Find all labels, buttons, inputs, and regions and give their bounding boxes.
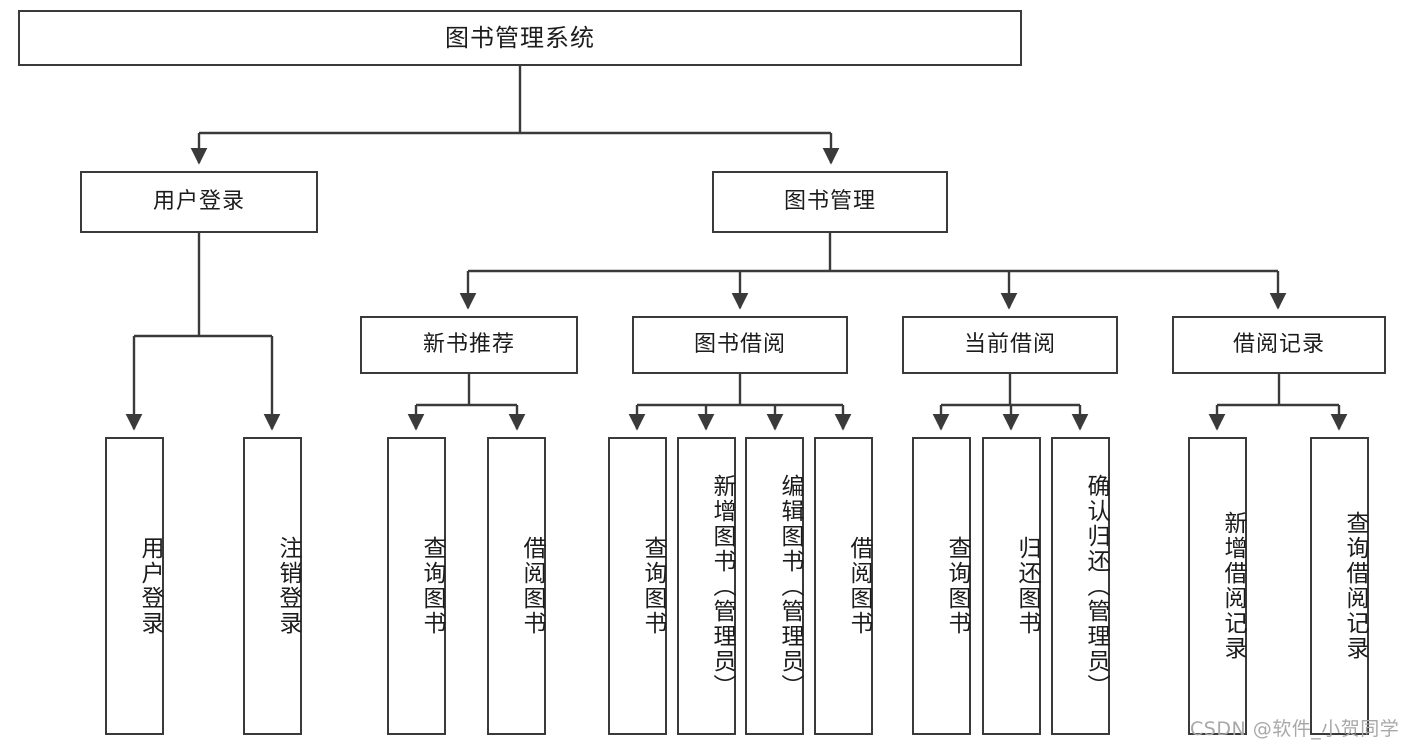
- node-label: 注销登录: [275, 536, 301, 636]
- leaf-add-borrow-record[interactable]: 新增借阅记录: [1188, 437, 1247, 735]
- node-root-system[interactable]: 图书管理系统: [18, 10, 1022, 66]
- leaf-query-books-recommend[interactable]: 查询图书: [387, 437, 446, 735]
- node-label: 用户登录: [137, 536, 163, 636]
- node-label: 新增图书（管理员）: [709, 473, 735, 699]
- leaf-edit-book-admin[interactable]: 编辑图书（管理员）: [745, 437, 804, 735]
- csdn-watermark: CSDN @软件_小贺同学: [1190, 718, 1400, 740]
- node-user-login[interactable]: 用户登录: [80, 171, 318, 233]
- leaf-query-borrow-record[interactable]: 查询借阅记录: [1310, 437, 1369, 735]
- node-label: 用户登录: [152, 188, 245, 214]
- node-label: 查询图书: [944, 536, 970, 636]
- leaf-borrow-books-recommend[interactable]: 借阅图书: [487, 437, 546, 735]
- node-label: 查询图书: [640, 536, 666, 636]
- leaf-add-book-admin[interactable]: 新增图书（管理员）: [677, 437, 736, 735]
- node-label: 查询图书: [419, 536, 445, 636]
- node-borrow-record[interactable]: 借阅记录: [1172, 316, 1386, 374]
- node-label: 归还图书: [1014, 536, 1040, 636]
- node-label: 当前借阅: [963, 331, 1056, 357]
- node-book-borrow[interactable]: 图书借阅: [632, 316, 848, 374]
- node-label: 新书推荐: [422, 331, 515, 357]
- node-label: 图书借阅: [693, 331, 786, 357]
- leaf-query-books-current[interactable]: 查询图书: [912, 437, 971, 735]
- node-label: 图书管理系统: [445, 23, 595, 52]
- node-label: 图书管理: [783, 188, 876, 214]
- node-label: 借阅记录: [1232, 331, 1325, 357]
- leaf-user-login[interactable]: 用户登录: [105, 437, 164, 735]
- leaf-return-books[interactable]: 归还图书: [982, 437, 1041, 735]
- node-current-borrow[interactable]: 当前借阅: [902, 316, 1118, 374]
- node-label: 借阅图书: [519, 536, 545, 636]
- node-label: 确认归还（管理员）: [1083, 473, 1109, 699]
- node-label: 编辑图书（管理员）: [777, 473, 803, 699]
- leaf-logout[interactable]: 注销登录: [243, 437, 302, 735]
- node-book-management[interactable]: 图书管理: [712, 171, 948, 233]
- node-label: 新增借阅记录: [1220, 511, 1246, 661]
- node-label: 查询借阅记录: [1342, 511, 1368, 661]
- leaf-borrow-books[interactable]: 借阅图书: [814, 437, 873, 735]
- node-new-book-recommendation[interactable]: 新书推荐: [360, 316, 578, 374]
- leaf-confirm-return-admin[interactable]: 确认归还（管理员）: [1051, 437, 1110, 735]
- leaf-query-books-borrow[interactable]: 查询图书: [608, 437, 667, 735]
- node-label: 借阅图书: [846, 536, 872, 636]
